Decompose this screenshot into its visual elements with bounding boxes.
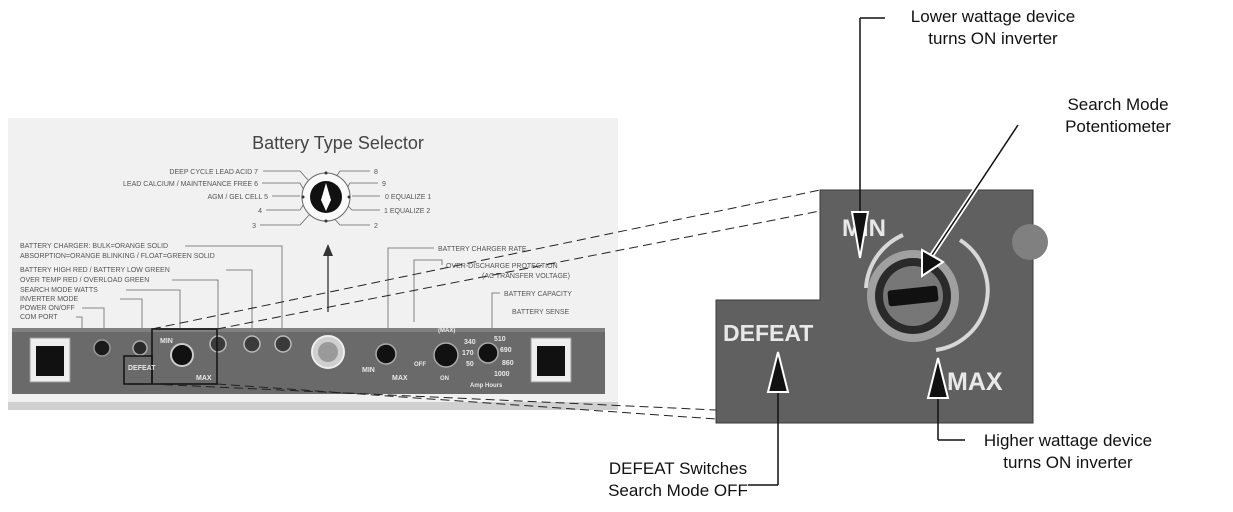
selector-label: 3 bbox=[252, 223, 256, 230]
selector-label: LEAD CALCIUM / MAINTENANCE FREE 6 bbox=[123, 181, 258, 188]
charger-min-label: MIN bbox=[362, 367, 375, 374]
zoom-max-label: MAX bbox=[947, 368, 1003, 396]
off-min-label: OFF bbox=[414, 362, 426, 368]
charger-max-label: MAX bbox=[392, 375, 408, 382]
panel-label: INVERTER MODE bbox=[20, 296, 79, 303]
amp-left-2: 50 bbox=[466, 361, 474, 368]
com-port-jack[interactable] bbox=[29, 337, 71, 383]
selector-labels-left: DEEP CYCLE LEAD ACID 7 LEAD CALCIUM / MA… bbox=[123, 169, 268, 230]
amp-hours-label: Amp Hours bbox=[470, 383, 503, 389]
selector-labels-right: 8 9 0 EQUALIZE 1 1 EQUALIZE 2 2 bbox=[374, 169, 431, 230]
charger-status-led bbox=[274, 335, 292, 353]
higher-wattage-callout: Higher wattage device turns ON inverter bbox=[968, 430, 1168, 474]
small-min-label: MIN bbox=[160, 338, 173, 345]
search-mode-knob-small[interactable] bbox=[170, 343, 194, 367]
panel-left-labels: BATTERY CHARGER: BULK=ORANGE SOLID ABSOR… bbox=[20, 243, 215, 321]
zoom-projection-lines bbox=[149, 189, 821, 420]
search-mode-potentiometer[interactable] bbox=[867, 250, 959, 342]
battery-sense-jack[interactable] bbox=[530, 337, 572, 383]
max-paren-label: (MAX) bbox=[438, 328, 455, 334]
selector-label: AGM / GEL CELL 5 bbox=[207, 194, 268, 201]
battery-selector-dial[interactable] bbox=[311, 335, 345, 369]
callout-line: Search Mode OFF bbox=[608, 481, 748, 500]
zoom-source-notch bbox=[123, 355, 153, 385]
callout-line: Search Mode bbox=[1067, 95, 1169, 114]
panel-label: BATTERY CHARGER: BULK=ORANGE SOLID bbox=[20, 243, 168, 250]
zoom-defeat-label: DEFEAT bbox=[723, 320, 813, 346]
power-button[interactable] bbox=[93, 339, 111, 357]
on-min-label: ON bbox=[440, 376, 449, 382]
callout-line: Lower wattage device bbox=[910, 7, 1076, 26]
overtemp-led bbox=[209, 335, 227, 353]
callout-line: DEFEAT Switches bbox=[608, 459, 748, 478]
inverter-mode-led bbox=[132, 340, 148, 356]
selector-label: 2 bbox=[374, 223, 378, 230]
amp-left-0: 340 bbox=[464, 339, 476, 346]
panel-label: ABSORPTION=ORANGE BLINKING / FLOAT=GREEN… bbox=[20, 253, 215, 260]
callout-line: turns ON inverter bbox=[928, 29, 1058, 48]
panel-title: Battery Type Selector bbox=[252, 133, 424, 153]
panel-label: (AC TRANSFER VOLTAGE) bbox=[482, 273, 570, 280]
panel-label: OVER TEMP RED / OVERLOAD GREEN bbox=[20, 277, 149, 284]
callout-arrows bbox=[748, 17, 1021, 486]
panel-label: POWER ON/OFF bbox=[20, 305, 75, 312]
selector-label: 1 EQUALIZE 2 bbox=[384, 208, 430, 215]
panel-label: BATTERY CHARGER RATE bbox=[438, 246, 527, 253]
battery-level-led bbox=[243, 335, 261, 353]
battery-capacity-knob[interactable] bbox=[477, 342, 499, 364]
charger-rate-knob[interactable] bbox=[375, 343, 397, 365]
amp-right-3: 1000 bbox=[494, 371, 510, 378]
callout-line: turns ON inverter bbox=[1003, 453, 1133, 472]
selector-pointer-arrow bbox=[323, 244, 333, 312]
zoom-inset: MIN DEFEAT MAX bbox=[715, 189, 1048, 424]
amp-left-1: 170 bbox=[462, 350, 474, 357]
amp-right-2: 860 bbox=[502, 360, 514, 367]
panel-right-labels: BATTERY CHARGER RATE OVER-DISCHARGE PROT… bbox=[438, 246, 572, 316]
panel-label: BATTERY CAPACITY bbox=[504, 291, 572, 298]
control-strip: MIN MAX DEFEAT MIN MAX (MAX) OFF ON 340 … bbox=[12, 328, 605, 394]
lower-wattage-callout: Lower wattage device turns ON inverter bbox=[898, 6, 1088, 50]
callout-line: Potentiometer bbox=[1065, 117, 1171, 136]
selector-label: DEEP CYCLE LEAD ACID 7 bbox=[169, 169, 258, 176]
search-mode-callout: Search Mode Potentiometer bbox=[1028, 94, 1208, 138]
panel-label: SEARCH MODE WATTS bbox=[20, 287, 98, 294]
selector-label: 4 bbox=[258, 208, 262, 215]
small-max-label: MAX bbox=[196, 375, 212, 382]
over-discharge-knob[interactable] bbox=[433, 342, 459, 368]
panel-photo: Battery Type Selector DEEP CYCLE LEAD AC… bbox=[8, 118, 618, 410]
selector-label: 9 bbox=[382, 181, 386, 188]
amp-right-0: 510 bbox=[494, 336, 506, 343]
selector-label: 0 EQUALIZE 1 bbox=[385, 194, 431, 201]
panel-label: BATTERY HIGH RED / BATTERY LOW GREEN bbox=[20, 267, 170, 274]
defeat-callout: DEFEAT Switches Search Mode OFF bbox=[598, 458, 758, 502]
panel-label: BATTERY SENSE bbox=[512, 309, 570, 316]
battery-type-selector-knob[interactable] bbox=[301, 171, 351, 223]
callout-line: Higher wattage device bbox=[983, 431, 1153, 450]
panel-label: OVER-DISCHARGE PROTECTION bbox=[446, 263, 558, 270]
panel-label: COM PORT bbox=[20, 314, 58, 321]
amp-right-1: 690 bbox=[500, 347, 512, 354]
small-defeat-label: DEFEAT bbox=[128, 365, 156, 372]
selector-label: 8 bbox=[374, 169, 378, 176]
